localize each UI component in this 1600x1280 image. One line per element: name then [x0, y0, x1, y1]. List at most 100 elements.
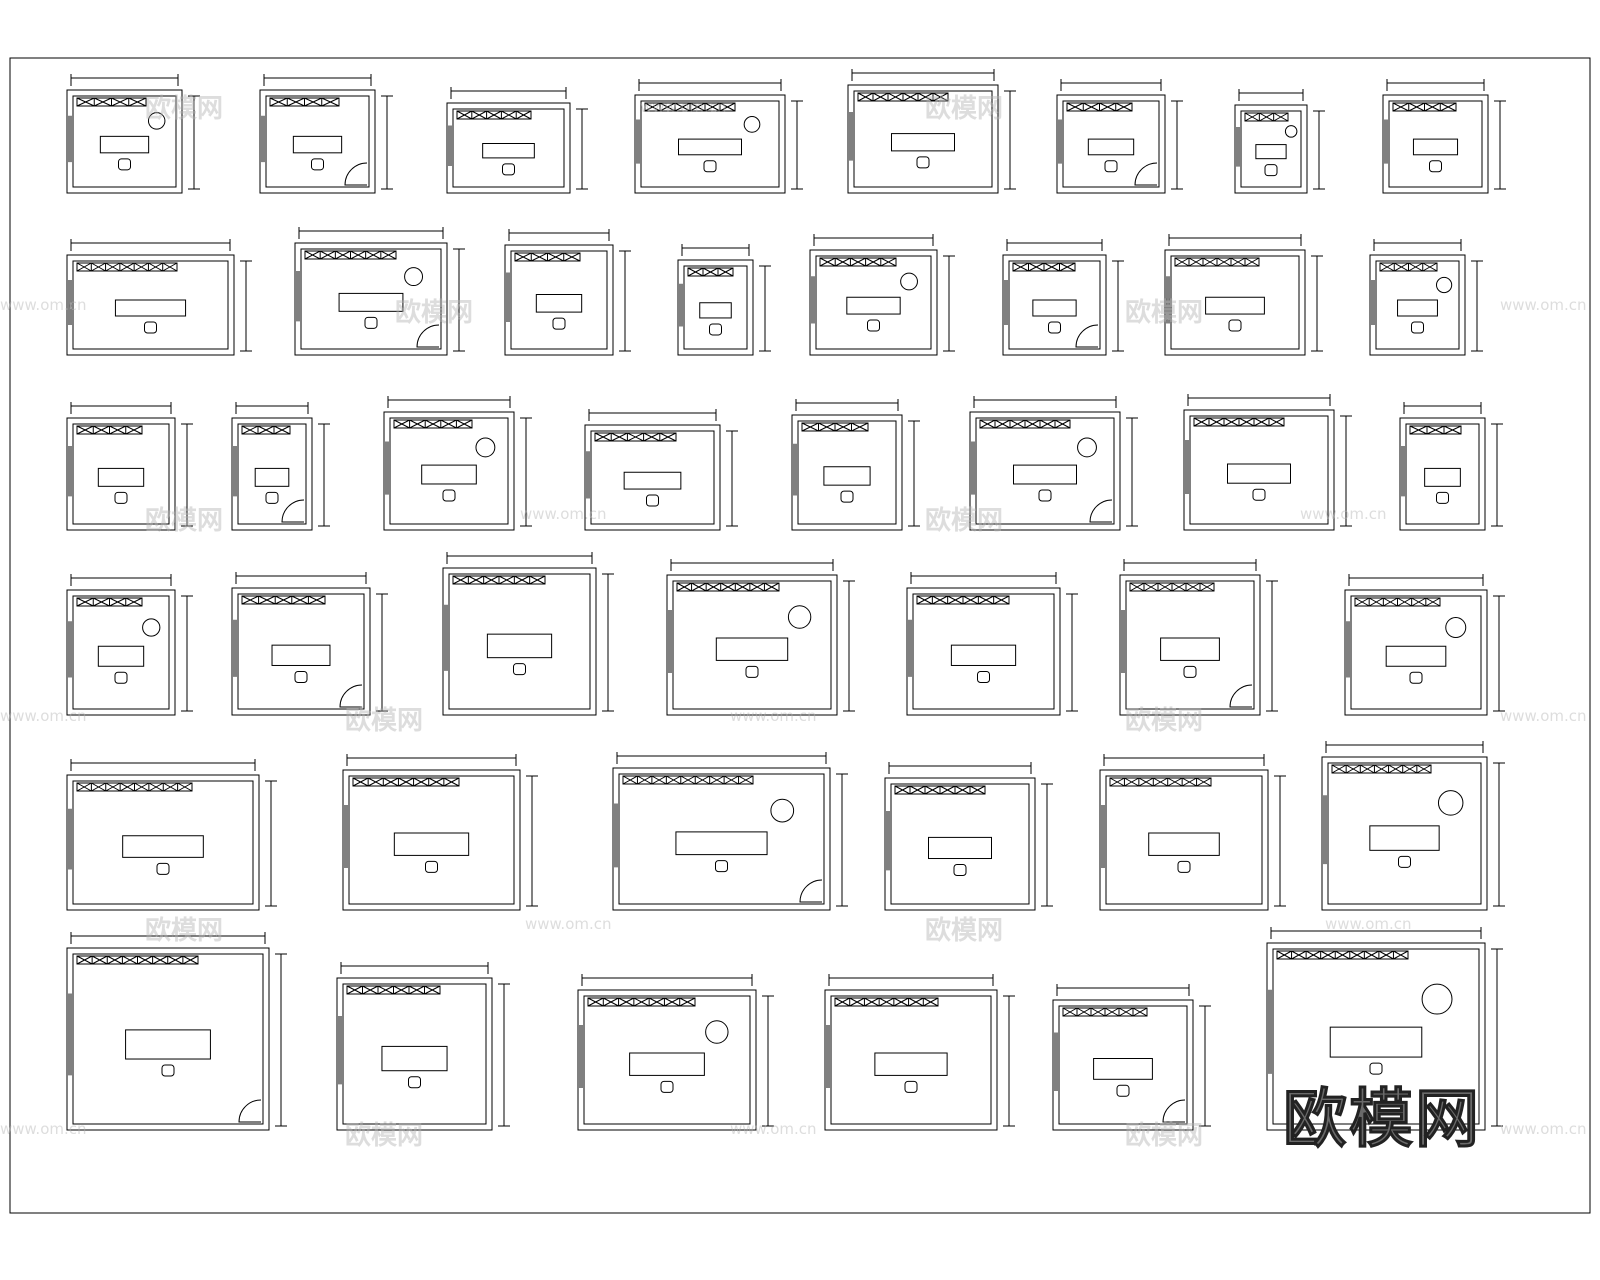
cabinet-brace	[1208, 417, 1225, 427]
cabinet-brace	[834, 422, 852, 432]
watermark-logo: 欧模网	[1283, 1083, 1481, 1157]
cabinet-brace	[362, 985, 379, 995]
inner-wall	[1388, 100, 1483, 188]
chair	[1048, 321, 1061, 334]
chair	[311, 158, 324, 171]
cabinet-brace	[622, 775, 638, 785]
outer-wall	[884, 777, 1036, 911]
cabinet-brace	[76, 955, 93, 965]
cabinet-brace	[939, 785, 956, 795]
room-plan	[342, 754, 538, 911]
outer-wall	[1234, 104, 1308, 194]
cabinet-brace	[91, 782, 107, 792]
inner-wall	[1272, 948, 1480, 1125]
cabinet-brace	[872, 92, 889, 102]
cabinet-brace	[133, 262, 149, 272]
desk	[292, 135, 343, 154]
cabinet-brace	[105, 782, 121, 792]
desk	[254, 467, 290, 487]
chair	[425, 860, 438, 873]
room-plan	[1183, 394, 1352, 531]
chair	[1038, 489, 1052, 502]
cabinet-brace	[1360, 764, 1375, 774]
room-plan	[66, 574, 193, 716]
cabinet-brace	[134, 782, 150, 792]
room-plan	[1002, 239, 1124, 356]
cabinet-brace	[257, 425, 275, 435]
inner-wall	[853, 90, 993, 188]
desk	[1087, 138, 1135, 156]
cabinet-brace	[1244, 112, 1260, 122]
outer-wall	[1183, 409, 1335, 531]
inner-wall	[1008, 260, 1101, 350]
inner-wall	[342, 983, 487, 1125]
cabinet-brace	[1132, 1007, 1148, 1017]
cabinet-brace	[664, 997, 681, 1007]
cabinet-brace	[878, 997, 895, 1007]
cabinet-brace	[1379, 262, 1395, 272]
cabinet-brace	[1331, 764, 1347, 774]
desk	[1255, 144, 1287, 160]
outer-wall	[259, 89, 376, 194]
cabinet-brace	[1238, 417, 1255, 427]
room-plan	[231, 572, 388, 716]
inner-wall	[72, 260, 229, 350]
cabinet-brace	[709, 775, 725, 785]
cabinet-brace	[1378, 950, 1394, 960]
plant	[1421, 983, 1453, 1015]
inner-wall	[1105, 775, 1263, 905]
cabinet-brace	[308, 595, 326, 605]
desk	[823, 466, 871, 486]
cabinet-brace	[167, 955, 184, 965]
room-plan	[677, 244, 771, 356]
cabinet-brace	[531, 252, 548, 262]
cabinet-brace	[648, 997, 665, 1007]
cabinet-brace	[122, 955, 138, 965]
cabinet-brace	[932, 595, 949, 605]
cabinet-brace	[1076, 1007, 1092, 1017]
cabinet-brace	[1202, 257, 1218, 267]
cabinet-brace	[1230, 257, 1246, 267]
cabinet-brace	[367, 777, 384, 787]
cabinet-brace	[483, 575, 500, 585]
outer-wall	[66, 774, 260, 911]
cabinet-brace	[1268, 417, 1285, 427]
room-plan	[66, 239, 252, 356]
cabinet-brace	[137, 955, 154, 965]
cabinet-brace	[91, 262, 107, 272]
outer-wall	[66, 417, 176, 531]
cabinet-brace	[109, 597, 127, 607]
outer-wall	[824, 989, 998, 1131]
cabinet-brace	[1104, 1007, 1120, 1017]
desk	[950, 644, 1017, 666]
cabinet-brace	[764, 582, 780, 592]
chair	[118, 158, 131, 171]
plant	[1077, 437, 1097, 458]
cabinet-brace	[674, 102, 691, 112]
outer-wall	[1056, 94, 1166, 194]
cabinet-brace	[1440, 102, 1457, 112]
room-plan	[577, 974, 774, 1131]
cabinet-brace	[1393, 950, 1409, 960]
cabinet-brace	[857, 92, 874, 102]
chair	[294, 670, 308, 683]
plant	[787, 605, 812, 629]
room-plan	[1164, 234, 1323, 356]
cabinet-brace	[1009, 419, 1026, 429]
cabinet-brace	[107, 955, 123, 965]
chair	[1252, 488, 1266, 501]
cabinet-brace	[1291, 950, 1307, 960]
room-plan	[66, 759, 277, 911]
cabinet-brace	[659, 102, 676, 112]
room-plan	[634, 79, 803, 194]
room-plan	[969, 396, 1138, 531]
cabinet-brace	[687, 267, 704, 277]
cabinet-brace	[1374, 764, 1390, 774]
cabinet-brace	[749, 582, 765, 592]
desk	[1148, 832, 1220, 856]
cabinet-brace	[304, 250, 321, 260]
inner-wall	[815, 255, 932, 350]
cabinet-brace	[1354, 597, 1370, 607]
outer-wall	[969, 411, 1121, 531]
cabinet-brace	[679, 997, 696, 1007]
